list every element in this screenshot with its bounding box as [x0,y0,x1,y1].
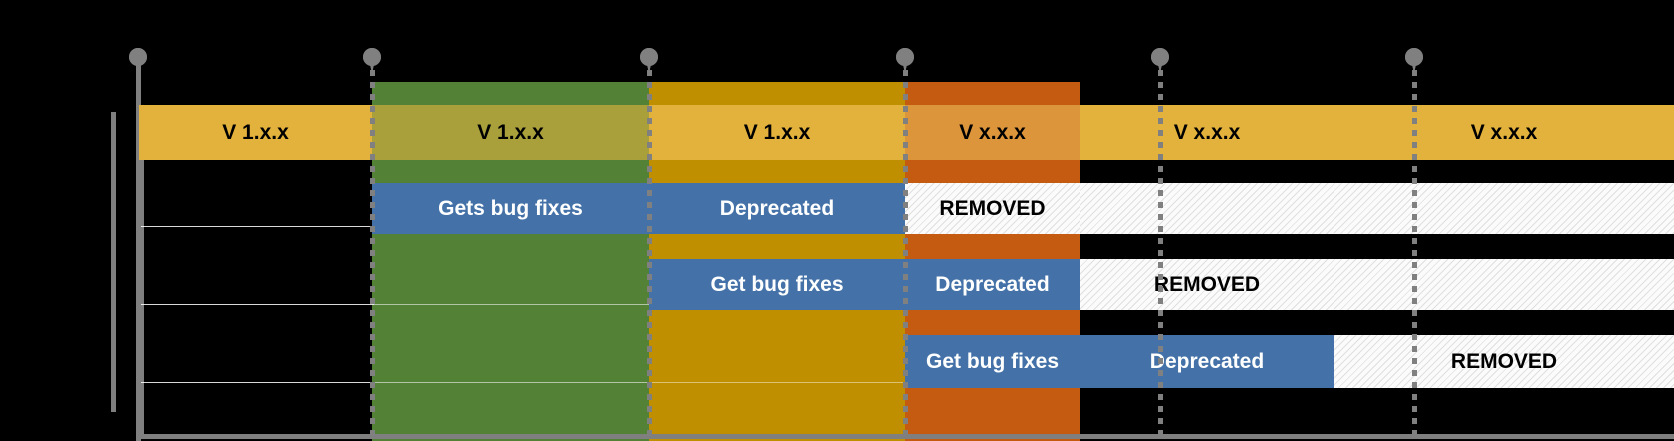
row4-cell-col5[interactable]: Deprecated [1080,335,1334,388]
bar-label: Get bug fixes [925,349,1060,373]
row1-cell-col4[interactable]: V x.x.x [905,105,1080,160]
bar-label: REMOVED [939,196,1046,220]
bar-label: V 1.x.x [743,120,811,144]
row2-cell-col4[interactable]: REMOVED [905,183,1080,234]
pin-head-icon [1405,48,1423,66]
pin-neck-icon [1157,60,1163,70]
pin-head-icon [363,48,381,66]
pin-stem-icon [646,58,652,436]
pin-stem-icon [1157,58,1163,436]
pin-head-icon [640,48,658,66]
row2-cell-col6[interactable] [1334,183,1674,234]
gridline-3 [139,382,374,383]
pin-stem-icon [369,58,375,436]
bar-label: V 1.x.x [222,120,289,144]
bar-label: V x.x.x [1470,120,1538,144]
gridline-1 [139,226,374,227]
pin-stem-icon [135,58,141,441]
row2-cell-col3[interactable]: Deprecated [649,183,905,234]
bar-label: REMOVED [1450,349,1558,373]
row2-cell-col2[interactable]: Gets bug fixes [372,183,649,234]
gridline-2 [139,304,374,305]
row1-cell-col2[interactable]: V 1.x.x [372,105,649,160]
gridline-yellow-1 [651,382,904,383]
pin-neck-icon [646,60,652,70]
gridline-green-2 [374,382,649,383]
pin-head-icon [1151,48,1169,66]
pin-stem-icon [902,58,908,436]
pin-stem-icon [1411,58,1417,436]
row1-cell-col1[interactable]: V 1.x.x [139,105,372,160]
row1-cell-col5[interactable]: V x.x.x [1080,105,1334,160]
gap-mask-c2-r2r3 [1080,82,1674,105]
row3-cell-col4[interactable]: Deprecated [905,259,1080,310]
row3-cell-col5[interactable]: REMOVED [1080,259,1334,310]
pin-head-icon [896,48,914,66]
pin-neck-icon [902,60,908,70]
row4-cell-col6[interactable]: REMOVED [1334,335,1674,388]
row1-cell-col6[interactable]: V x.x.x [1334,105,1674,160]
row1-cell-col3[interactable]: V 1.x.x [649,105,905,160]
gridline-green-1 [374,304,649,305]
row3-cell-col3[interactable]: Get bug fixes [649,259,905,310]
bar-label: REMOVED [1153,272,1261,296]
bar-label: Deprecated [719,196,835,220]
bar-label: Deprecated [1149,349,1265,373]
pin-neck-icon [135,60,141,70]
axis-line-outer [111,112,116,412]
pin-neck-icon [369,60,375,70]
bar-label: Gets bug fixes [438,196,583,220]
row3-cell-col6[interactable] [1334,259,1674,310]
bar-label: Deprecated [935,272,1050,296]
bar-label: V x.x.x [959,120,1026,144]
pin-head-icon [129,48,147,66]
pin-neck-icon [1411,60,1417,70]
row4-cell-col4[interactable]: Get bug fixes [905,335,1080,388]
bar-label: Get bug fixes [710,272,844,296]
bar-label: V x.x.x [1173,120,1241,144]
axis-line-inner [139,150,144,438]
bar-label: V 1.x.x [477,120,544,144]
row2-cell-col5[interactable] [1080,183,1334,234]
